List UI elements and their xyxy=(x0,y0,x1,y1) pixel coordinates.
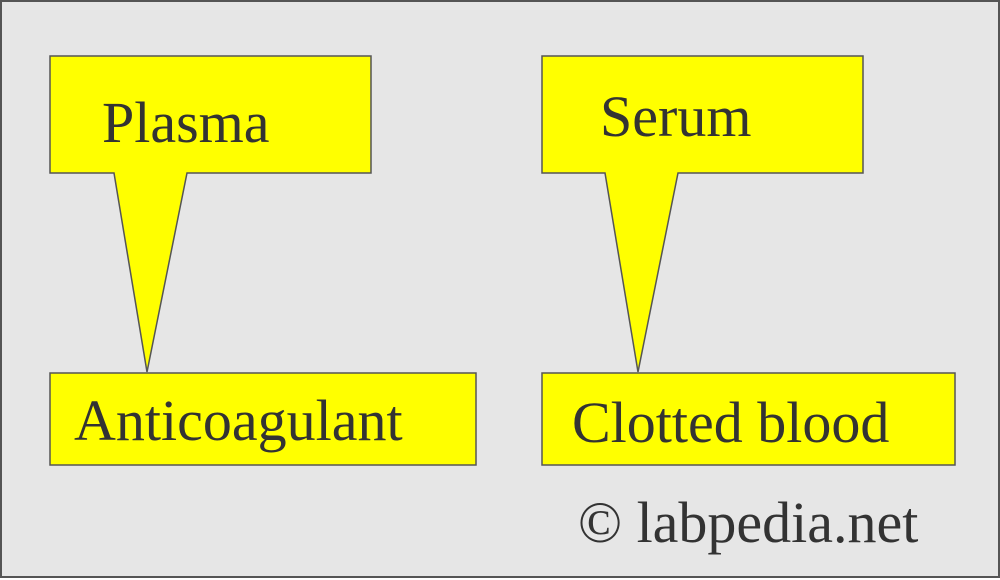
plasma-label: Plasma xyxy=(102,90,270,155)
clotted-blood-box xyxy=(541,372,956,466)
plasma-callout xyxy=(49,55,372,373)
clotted-blood-label: Clotted blood xyxy=(572,390,890,455)
anticoagulant-box xyxy=(49,372,477,466)
serum-label: Serum xyxy=(600,84,752,149)
anticoagulant-label: Anticoagulant xyxy=(74,388,403,453)
serum-callout xyxy=(541,55,864,373)
copyright-watermark: © labpedia.net xyxy=(578,490,919,555)
